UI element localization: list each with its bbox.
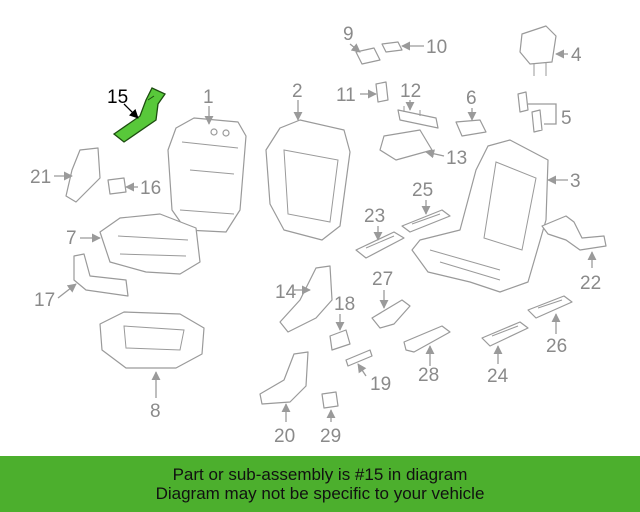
label-16: 16	[140, 178, 161, 199]
label-29: 29	[320, 426, 341, 447]
leader-13	[425, 149, 445, 159]
label-24: 24	[487, 366, 509, 387]
label-14: 14	[275, 282, 297, 303]
label-4: 4	[571, 45, 582, 66]
label-26: 26	[546, 336, 567, 357]
part-2-seat-back-frame	[265, 119, 351, 241]
part-7-seat-cushion	[99, 213, 201, 275]
label-27: 27	[372, 269, 393, 290]
label-3: 3	[570, 171, 581, 192]
part-10	[381, 41, 403, 53]
label-22: 22	[580, 273, 601, 294]
part-6	[455, 119, 487, 137]
part-11	[375, 81, 389, 103]
label-20: 20	[274, 426, 295, 447]
part-19	[345, 349, 373, 367]
part-12	[397, 106, 439, 129]
leader-17	[57, 283, 77, 299]
label-10: 10	[426, 37, 447, 58]
part-4-headrest	[519, 25, 557, 76]
label-6: 6	[466, 88, 477, 109]
label-17: 17	[34, 290, 55, 311]
leader-5	[528, 103, 557, 125]
label-13: 13	[446, 148, 467, 169]
label-8: 8	[150, 401, 161, 422]
part-23	[355, 231, 405, 259]
part-21	[65, 147, 101, 203]
part-18	[329, 329, 351, 351]
part-1-seat-back	[167, 117, 247, 233]
leader-9	[349, 43, 361, 53]
label-7: 7	[66, 228, 77, 249]
banner-line-2: Diagram may not be specific to your vehi…	[155, 484, 485, 503]
label-5: 5	[561, 108, 572, 129]
part-8-cushion-frame	[99, 311, 205, 369]
label-19: 19	[370, 374, 391, 395]
part-14	[279, 265, 333, 333]
label-23: 23	[364, 206, 385, 227]
part-24	[481, 321, 529, 347]
label-12: 12	[400, 81, 421, 102]
part-29	[321, 391, 339, 409]
part-22	[541, 215, 607, 251]
part-16	[107, 177, 127, 195]
info-banner: Part or sub-assembly is #15 in diagram D…	[0, 456, 640, 512]
label-15: 15	[107, 87, 128, 108]
part-9	[355, 47, 381, 65]
label-2: 2	[292, 81, 303, 102]
label-1: 1	[203, 87, 214, 108]
label-18: 18	[334, 294, 355, 315]
part-3-seat-frame	[411, 139, 549, 293]
leader-19	[357, 363, 367, 377]
part-5-headrest-guides	[517, 91, 543, 133]
leader-15	[123, 103, 139, 119]
part-15-highlighted[interactable]	[112, 87, 166, 143]
label-28: 28	[418, 365, 439, 386]
label-9: 9	[343, 24, 354, 45]
part-28	[403, 325, 451, 353]
part-20	[259, 351, 309, 405]
part-26	[527, 295, 573, 319]
part-15-shape[interactable]	[112, 87, 166, 143]
part-25	[401, 209, 451, 233]
banner-line-1: Part or sub-assembly is #15 in diagram	[172, 465, 468, 484]
label-25: 25	[412, 180, 433, 201]
part-13	[379, 129, 433, 161]
label-21: 21	[30, 167, 51, 188]
parts-diagram: 15 1 2 3 4 5 6 9	[30, 24, 607, 447]
part-27	[371, 299, 411, 329]
label-11: 11	[336, 85, 356, 106]
part-17	[73, 253, 129, 297]
